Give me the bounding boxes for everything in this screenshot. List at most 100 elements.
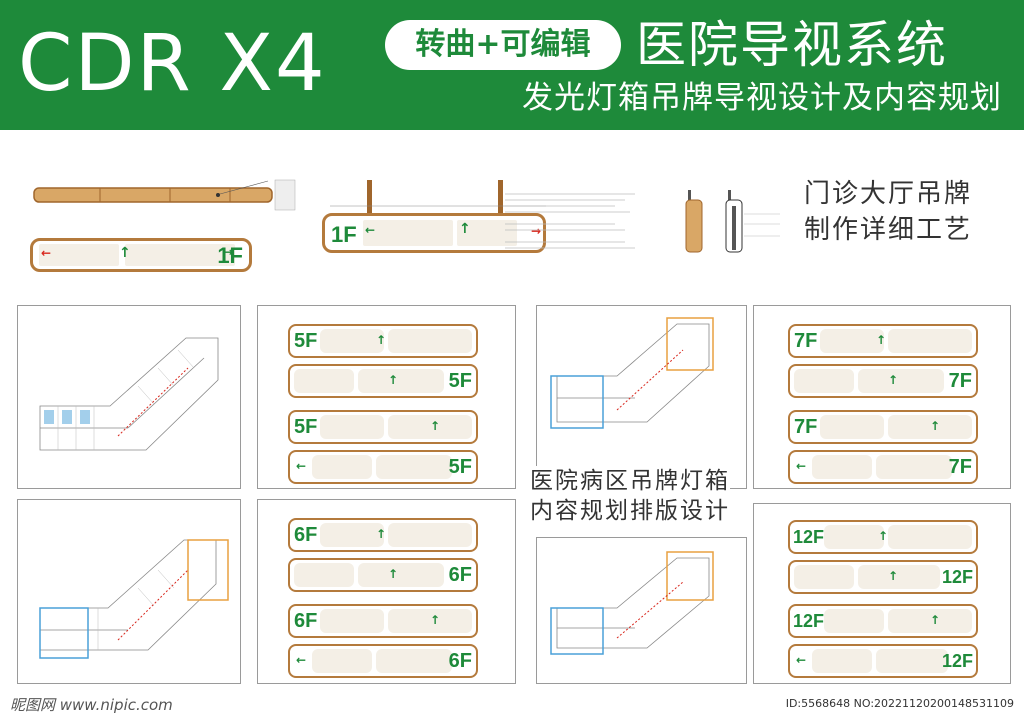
arrow-left-icon: ←	[41, 246, 52, 260]
sign-segment	[320, 329, 384, 353]
sign-segment	[794, 369, 854, 393]
sign-row: 6F ↑	[288, 518, 478, 552]
sign-row: ← 5F	[288, 450, 478, 484]
floor-number: 12F	[941, 567, 973, 587]
arrow-left-icon: ←	[796, 459, 807, 473]
sign-segment	[888, 525, 972, 549]
sign-segment	[294, 369, 354, 393]
arrow-up-icon: ↑	[888, 373, 899, 387]
sign-row: 7F ↑	[788, 410, 978, 444]
lobby-label-line1: 门诊大厅吊牌	[804, 179, 973, 209]
lobby-sign-side-view: ← ↑ → 1F	[30, 238, 252, 272]
lobby-label: 门诊大厅吊牌 制作详细工艺	[804, 176, 972, 248]
sign-segment	[363, 220, 453, 246]
floor-plan-panel	[17, 499, 241, 684]
sign-segment	[388, 609, 472, 633]
sign-row: 12F ↑	[788, 520, 978, 554]
software-badge: CDR X4	[18, 19, 327, 109]
arrow-up-icon: ↑	[376, 527, 387, 541]
sign-segment	[376, 455, 452, 479]
section-drawing	[685, 190, 780, 253]
sign-row: 5F ↑	[288, 364, 478, 398]
sign-segment	[358, 563, 444, 587]
arrow-up-icon: ↑	[376, 333, 387, 347]
sign-segment	[358, 369, 444, 393]
arrow-up-icon: ↑	[876, 333, 887, 347]
floor-number: 6F	[448, 650, 472, 672]
sign-segment	[39, 244, 119, 266]
arrow-up-icon: ↑	[459, 221, 471, 237]
sign-row: ← 6F	[288, 644, 478, 678]
header-banner: CDR X4 转曲+可编辑 医院导视系统 发光灯箱吊牌导视设计及内容规划	[0, 0, 1024, 130]
sign-segment	[888, 329, 972, 353]
sign-segment	[376, 649, 452, 673]
floor-number: 1F	[331, 222, 357, 247]
sign-segment	[876, 455, 952, 479]
poster-title: 医院导视系统	[636, 16, 948, 74]
sign-segment	[858, 369, 944, 393]
sign-row: 5F ↑	[288, 324, 478, 358]
arrow-up-icon: ↑	[430, 419, 441, 433]
sign-row: 7F ↑	[788, 324, 978, 358]
arrow-left-icon: ←	[296, 459, 307, 473]
sign-row: 6F ↑	[288, 558, 478, 592]
arrow-up-icon: ↑	[930, 419, 941, 433]
editable-pill: 转曲+可编辑	[385, 20, 621, 70]
floor-number: 7F	[948, 370, 972, 392]
floor-number: 6F	[448, 564, 472, 586]
ward-label-line2: 内容规划排版设计	[530, 498, 730, 524]
sign-segment	[320, 415, 384, 439]
sign-row: 12F ↑	[788, 604, 978, 638]
floor-plan-drawing	[39, 539, 229, 659]
floor-number: 1F	[217, 243, 243, 268]
floor-number: 6F	[294, 610, 318, 632]
floor-number: 6F	[294, 524, 318, 546]
arrow-up-icon: ↑	[119, 245, 131, 261]
sign-row: ← 7F	[788, 450, 978, 484]
sign-row: 7F ↑	[788, 364, 978, 398]
sign-segment	[388, 329, 472, 353]
sign-segment	[820, 415, 884, 439]
floor-plan-drawing	[550, 317, 714, 429]
floor-number: 5F	[448, 456, 472, 478]
floor-number: 5F	[294, 330, 318, 352]
floor-plan-drawing	[39, 337, 219, 451]
sign-layout-panel-6f: 6F ↑ 6F ↑ 6F ↑ ← 6F	[257, 499, 516, 684]
sign-row: 12F ↑	[788, 560, 978, 594]
sign-segment	[824, 525, 884, 549]
sign-segment	[320, 609, 384, 633]
ward-label: 医院病区吊牌灯箱 内容规划排版设计	[530, 466, 730, 526]
sign-segment	[876, 649, 948, 673]
sign-segment	[888, 609, 972, 633]
arrow-left-icon: ←	[796, 653, 807, 667]
annotation-lines	[505, 193, 635, 249]
floor-plan-panel	[536, 305, 747, 489]
floor-number: 12F	[793, 527, 825, 547]
floor-plan-panel	[536, 537, 747, 684]
floor-number: 5F	[448, 370, 472, 392]
sign-segment	[820, 329, 884, 353]
sign-row: 6F ↑	[288, 604, 478, 638]
floor-number: 12F	[793, 611, 825, 631]
sign-layout-panel-12f: 12F ↑ 12F ↑ 12F ↑ ← 12F	[753, 503, 1011, 684]
sign-row: ← 12F	[788, 644, 978, 678]
sign-segment	[320, 523, 384, 547]
floor-number: 12F	[941, 651, 973, 671]
sign-segment	[388, 523, 472, 547]
sign-segment	[294, 563, 354, 587]
sign-layout-panel-7f: 7F ↑ 7F ↑ 7F ↑ ← 7F	[753, 305, 1011, 489]
sign-row: 5F ↑	[288, 410, 478, 444]
top-view-drawing	[33, 179, 296, 211]
arrow-up-icon: ↑	[888, 569, 899, 583]
sign-segment	[812, 649, 872, 673]
image-id: ID:5568648 NO:20221120200148531109	[785, 697, 1014, 710]
sign-layout-panel-5f: 5F ↑ 5F ↑ 5F ↑ ← 5F	[257, 305, 516, 489]
arrow-right-icon: →	[531, 224, 542, 238]
watermark: 昵图网 www.nipic.com	[10, 696, 173, 714]
floor-plan-panel	[17, 305, 241, 489]
sign-segment	[312, 455, 372, 479]
arrow-left-icon: ←	[296, 653, 307, 667]
arrow-up-icon: ↑	[430, 613, 441, 627]
arrow-right-icon: →	[223, 245, 234, 259]
